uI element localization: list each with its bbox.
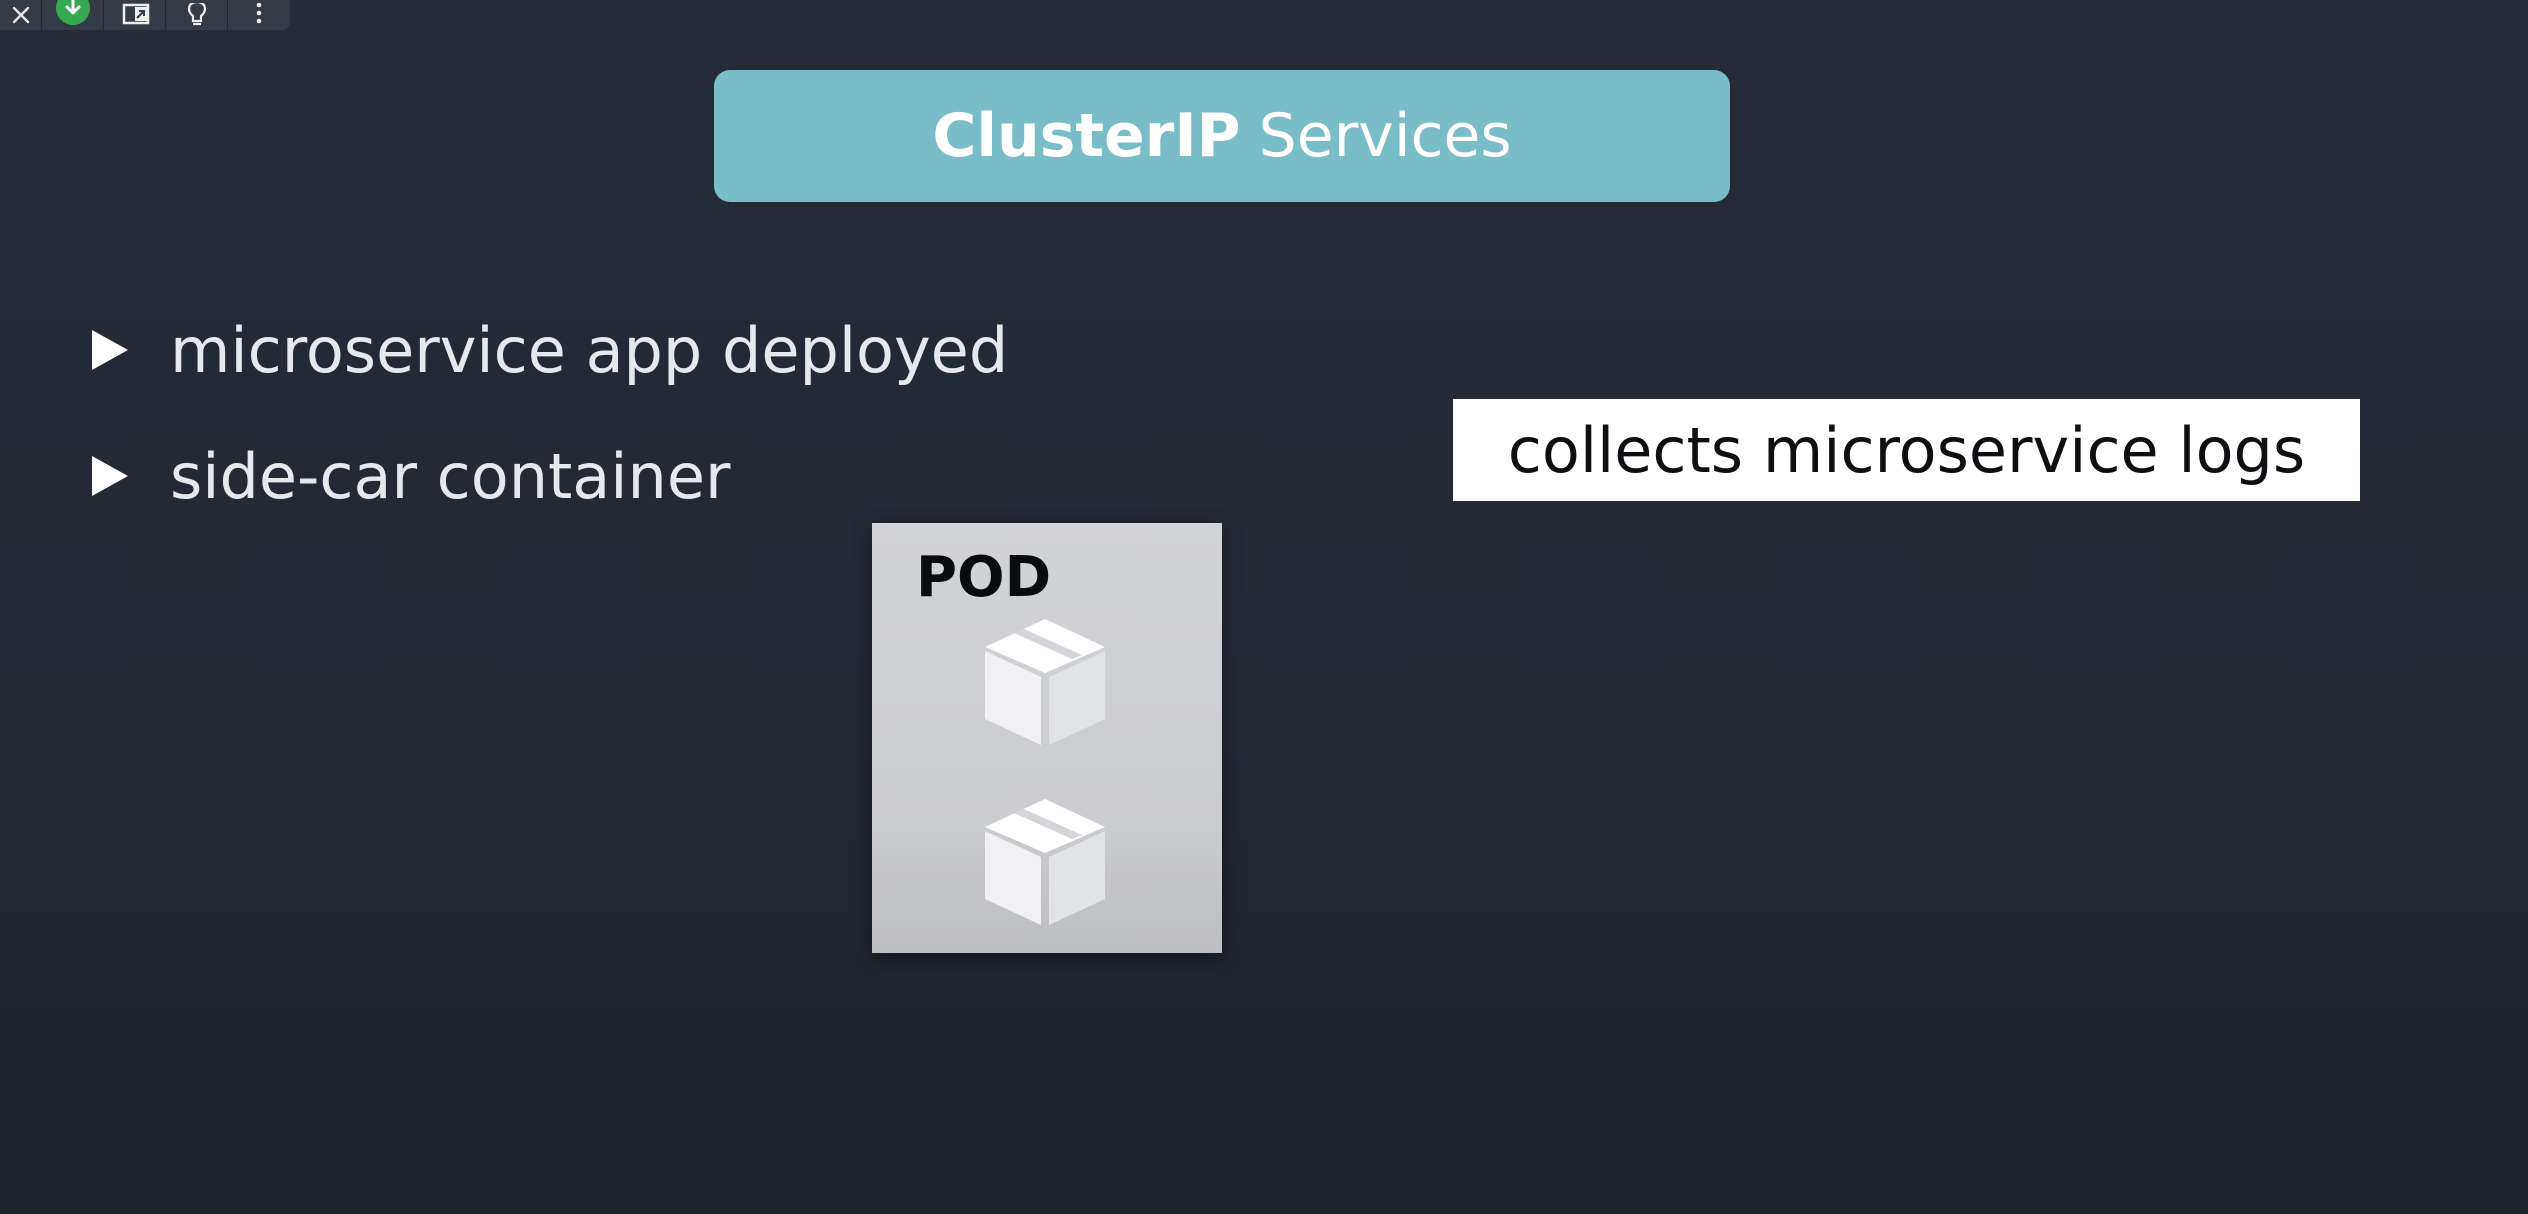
open-external-icon — [122, 3, 149, 25]
more-button[interactable] — [228, 0, 290, 30]
bullet-item: side-car container — [92, 431, 1008, 521]
close-button[interactable] — [0, 0, 42, 30]
bullet-arrow-icon — [92, 330, 128, 370]
open-external-button[interactable] — [104, 0, 166, 30]
slide-title-banner: ClusterIP Services — [714, 70, 1730, 202]
bulb-icon — [187, 3, 206, 26]
bulb-button[interactable] — [166, 0, 228, 30]
slide-title-bold: ClusterIP — [932, 101, 1241, 171]
slide-title-rest: Services — [1258, 101, 1512, 171]
bullet-text: side-car container — [170, 439, 731, 513]
container-icon — [985, 799, 1105, 925]
pod-label: POD — [916, 545, 1052, 610]
bullet-arrow-icon — [92, 456, 128, 496]
close-icon — [12, 6, 29, 24]
more-vertical-icon — [256, 3, 262, 24]
download-icon — [55, 0, 90, 25]
bullet-list: microservice app deployed side-car conta… — [92, 305, 1008, 557]
bullet-text: microservice app deployed — [170, 313, 1009, 387]
download-button[interactable] — [42, 0, 104, 30]
callout-box: collects microservice logs — [1453, 399, 2360, 501]
bullet-item: microservice app deployed — [92, 305, 1008, 395]
container-icon — [985, 619, 1105, 745]
callout-text: collects microservice logs — [1507, 413, 2306, 487]
overlay-toolbar — [0, 0, 290, 30]
pod-diagram: POD — [872, 523, 1222, 953]
